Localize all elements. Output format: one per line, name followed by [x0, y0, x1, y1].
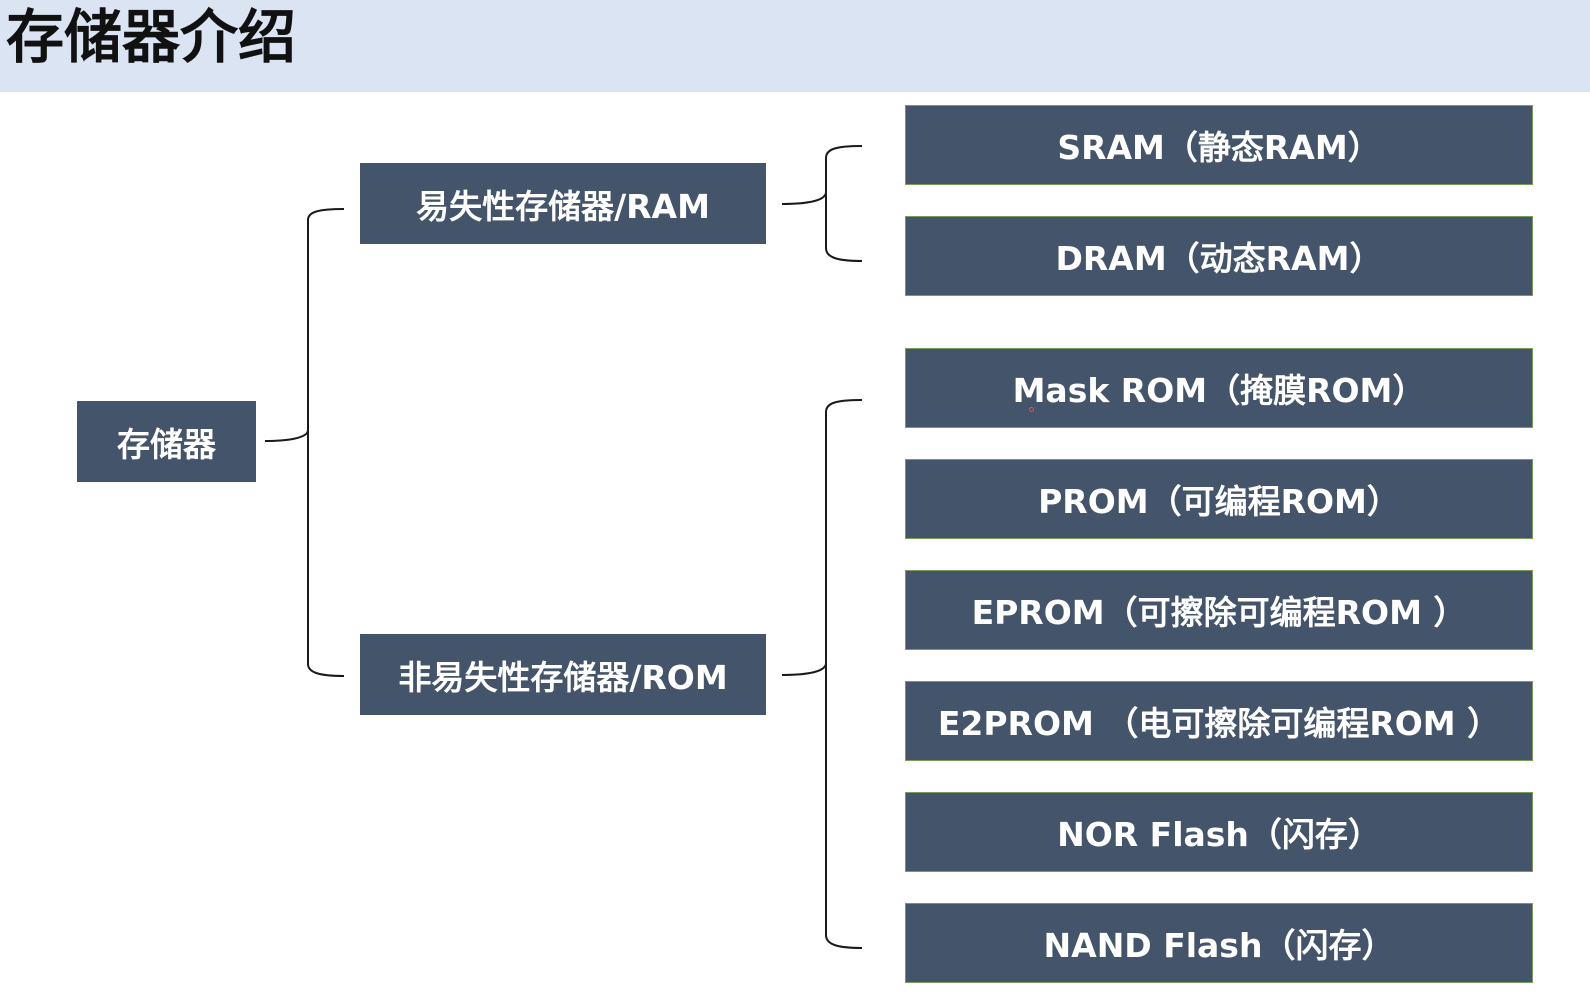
nor-flash-node: NOR Flash（闪存） [905, 792, 1533, 872]
memory-root-node: 存储器 [77, 401, 256, 482]
page-title: 存储器介绍 [6, 3, 297, 71]
volatile-ram-node: 易失性存储器/RAM [360, 163, 766, 244]
sram-node: SRAM（静态RAM） [905, 105, 1533, 185]
title-bar: 存储器介绍 [0, 0, 1590, 92]
prom-node: PROM（可编程ROM） [905, 459, 1533, 539]
nand-flash-node: NAND Flash（闪存） [905, 903, 1533, 983]
dram-node: DRAM（动态RAM） [905, 216, 1533, 296]
mask-rom-node: Mask ROM（掩膜ROM） [905, 348, 1533, 428]
root-bracket [264, 208, 345, 442]
eprom-node: EPROM（可擦除可编程ROM ） [905, 570, 1533, 650]
root-bracket-lower [306, 429, 345, 677]
cursor-marker-icon [1029, 407, 1034, 412]
rom-bracket [781, 399, 863, 949]
e2prom-node: E2PROM （电可擦除可编程ROM ） [905, 681, 1533, 761]
nonvolatile-rom-node: 非易失性存储器/ROM [360, 634, 766, 715]
ram-bracket [781, 145, 863, 262]
